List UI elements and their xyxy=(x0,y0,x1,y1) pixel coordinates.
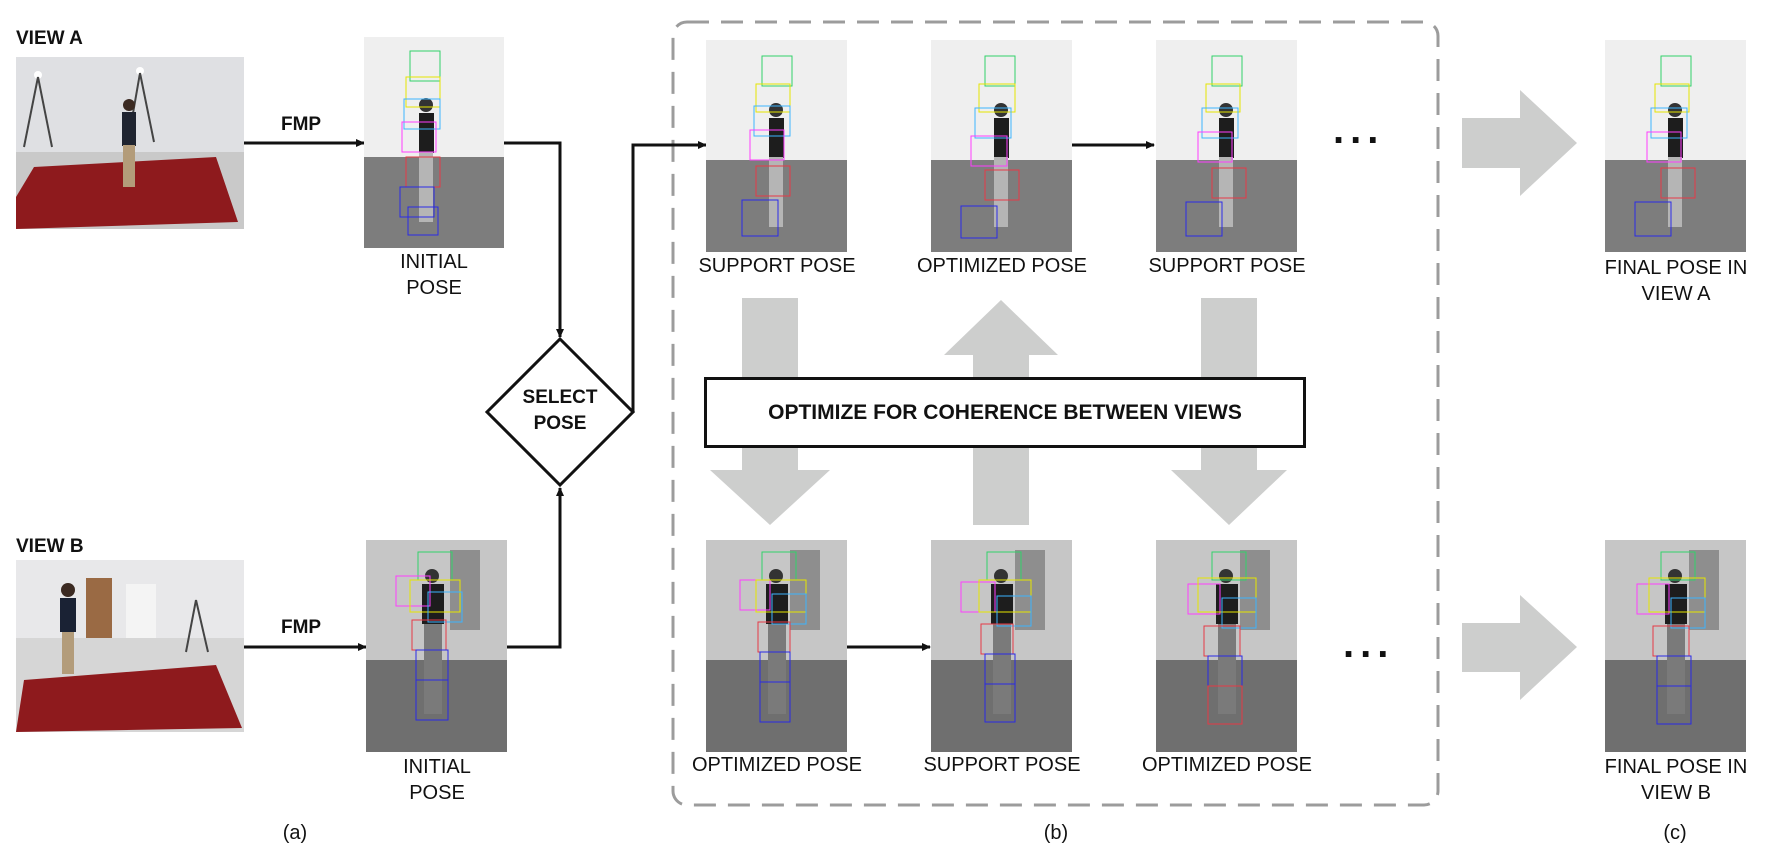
top-pose-image-2 xyxy=(931,40,1072,252)
initial-b-to-select xyxy=(507,487,564,649)
select-pose-diamond xyxy=(484,336,636,488)
top-row-label-1: SUPPORT POSE xyxy=(698,255,856,277)
top-pose-image-3 xyxy=(1156,40,1297,252)
fmp-label-b: FMP xyxy=(281,617,322,638)
final-pose-b-image xyxy=(1605,540,1746,752)
subfig-b-caption: (b) xyxy=(1043,822,1069,844)
initial-pose-b-label: INITIAL POSE xyxy=(403,756,471,804)
bottom-pose-image-1 xyxy=(706,540,847,752)
top-pose-image-1 xyxy=(706,40,847,252)
right-arrow-top xyxy=(1462,90,1577,196)
initial-pose-a-image xyxy=(364,37,504,248)
final-pose-b-label: FINAL POSE IN VIEW B xyxy=(1604,756,1748,804)
view-b-photo xyxy=(16,560,244,732)
initial-pose-b-image xyxy=(366,540,507,752)
dashed-group-box xyxy=(671,20,1440,807)
bottom-row-label-1: OPTIMIZED POSE xyxy=(691,754,863,776)
bottom-pose-image-2 xyxy=(931,540,1072,752)
bottom-pose-image-3 xyxy=(1156,540,1297,752)
final-pose-a-label: FINAL POSE IN VIEW A xyxy=(1604,257,1748,305)
top-row-ellipsis: ... xyxy=(1333,108,1385,152)
view-a-photo xyxy=(16,57,244,229)
select-to-support xyxy=(631,141,707,412)
fmp-label-a: FMP xyxy=(281,114,322,135)
optimize-banner: OPTIMIZE FOR COHERENCE BETWEEN VIEWS xyxy=(704,377,1306,448)
select-pose-label: SELECT POSE xyxy=(522,387,598,434)
top-row-label-3: SUPPORT POSE xyxy=(1148,255,1306,277)
right-arrow-bottom xyxy=(1462,595,1577,700)
view-b-label: VIEW B xyxy=(16,536,84,557)
final-pose-a-image xyxy=(1605,40,1746,252)
top-row-label-2: OPTIMIZED POSE xyxy=(916,255,1088,277)
view-a-label: VIEW A xyxy=(16,28,83,49)
bottom-row-label-2: SUPPORT POSE xyxy=(923,754,1081,776)
subfig-c-caption: (c) xyxy=(1663,822,1687,844)
initial-pose-a-label: INITIAL POSE xyxy=(400,251,468,299)
subfig-a-caption: (a) xyxy=(282,822,308,844)
initial-a-to-select xyxy=(504,141,564,338)
bottom-row-ellipsis: ... xyxy=(1343,622,1395,666)
bottom-row-label-3: OPTIMIZED POSE xyxy=(1141,754,1313,776)
